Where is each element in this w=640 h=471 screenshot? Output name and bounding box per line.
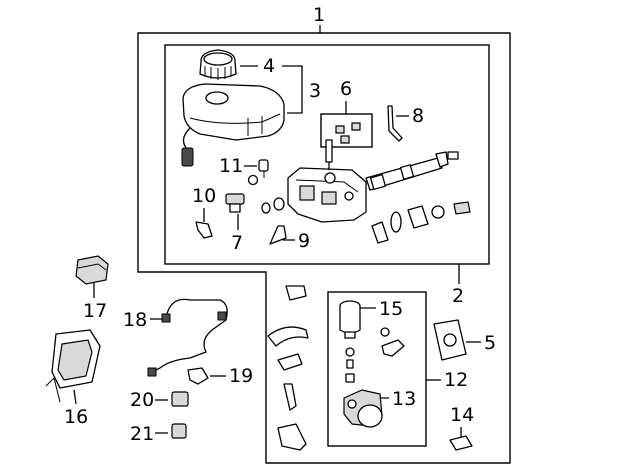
callout-10: 10 <box>192 185 216 207</box>
plugs-part-6 <box>335 122 361 144</box>
callout-19: 19 <box>229 365 253 387</box>
callout-20: 20 <box>130 389 154 411</box>
seal-kit <box>261 197 471 244</box>
relay-part-17 <box>75 255 109 285</box>
callout-15: 15 <box>379 298 403 320</box>
callout-4: 4 <box>263 55 275 77</box>
pump-motor-part-13 <box>343 389 383 428</box>
callout-11: 11 <box>219 155 243 177</box>
lower-brackets <box>267 285 309 451</box>
subassembly-12-frame <box>327 291 427 447</box>
reservoir-cap-part-4 <box>199 49 237 80</box>
wiring-harness-part-18 <box>147 298 228 377</box>
callout-9: 9 <box>298 230 310 252</box>
sensor-bolt-part-11 <box>247 159 269 186</box>
callout-3: 3 <box>309 80 321 102</box>
bracket-part-14 <box>449 435 473 451</box>
master-cylinder-booster-body <box>287 139 459 223</box>
connector-part-21 <box>171 423 187 439</box>
callout-6: 6 <box>340 78 352 100</box>
switch-part-7 <box>225 193 245 213</box>
callout-7: 7 <box>231 232 243 254</box>
gasket-plate-part-5 <box>433 319 467 361</box>
callout-21: 21 <box>130 423 154 445</box>
callout-8: 8 <box>412 105 424 127</box>
callout-14: 14 <box>450 404 474 426</box>
clip-part-10 <box>195 221 213 239</box>
control-module-part-16 <box>45 329 101 403</box>
pump-small-parts <box>345 327 405 383</box>
clip-part-19 <box>187 367 209 385</box>
callout-5: 5 <box>484 332 496 354</box>
bracket-part-9 <box>269 225 287 245</box>
callout-12: 12 <box>444 369 468 391</box>
callout-16: 16 <box>64 406 88 428</box>
reservoir-part-3 <box>181 83 285 167</box>
callout-17: 17 <box>83 300 107 322</box>
callout-18: 18 <box>123 309 147 331</box>
callout-13: 13 <box>392 388 416 410</box>
callout-2: 2 <box>452 285 464 307</box>
callout-1: 1 <box>313 4 325 26</box>
accumulator-part-15 <box>339 300 361 339</box>
subassembly-upper-frame <box>164 44 490 265</box>
sensor-part-20 <box>171 391 189 407</box>
bracket-part-8 <box>387 105 403 142</box>
assembly-1-outline <box>137 32 511 464</box>
